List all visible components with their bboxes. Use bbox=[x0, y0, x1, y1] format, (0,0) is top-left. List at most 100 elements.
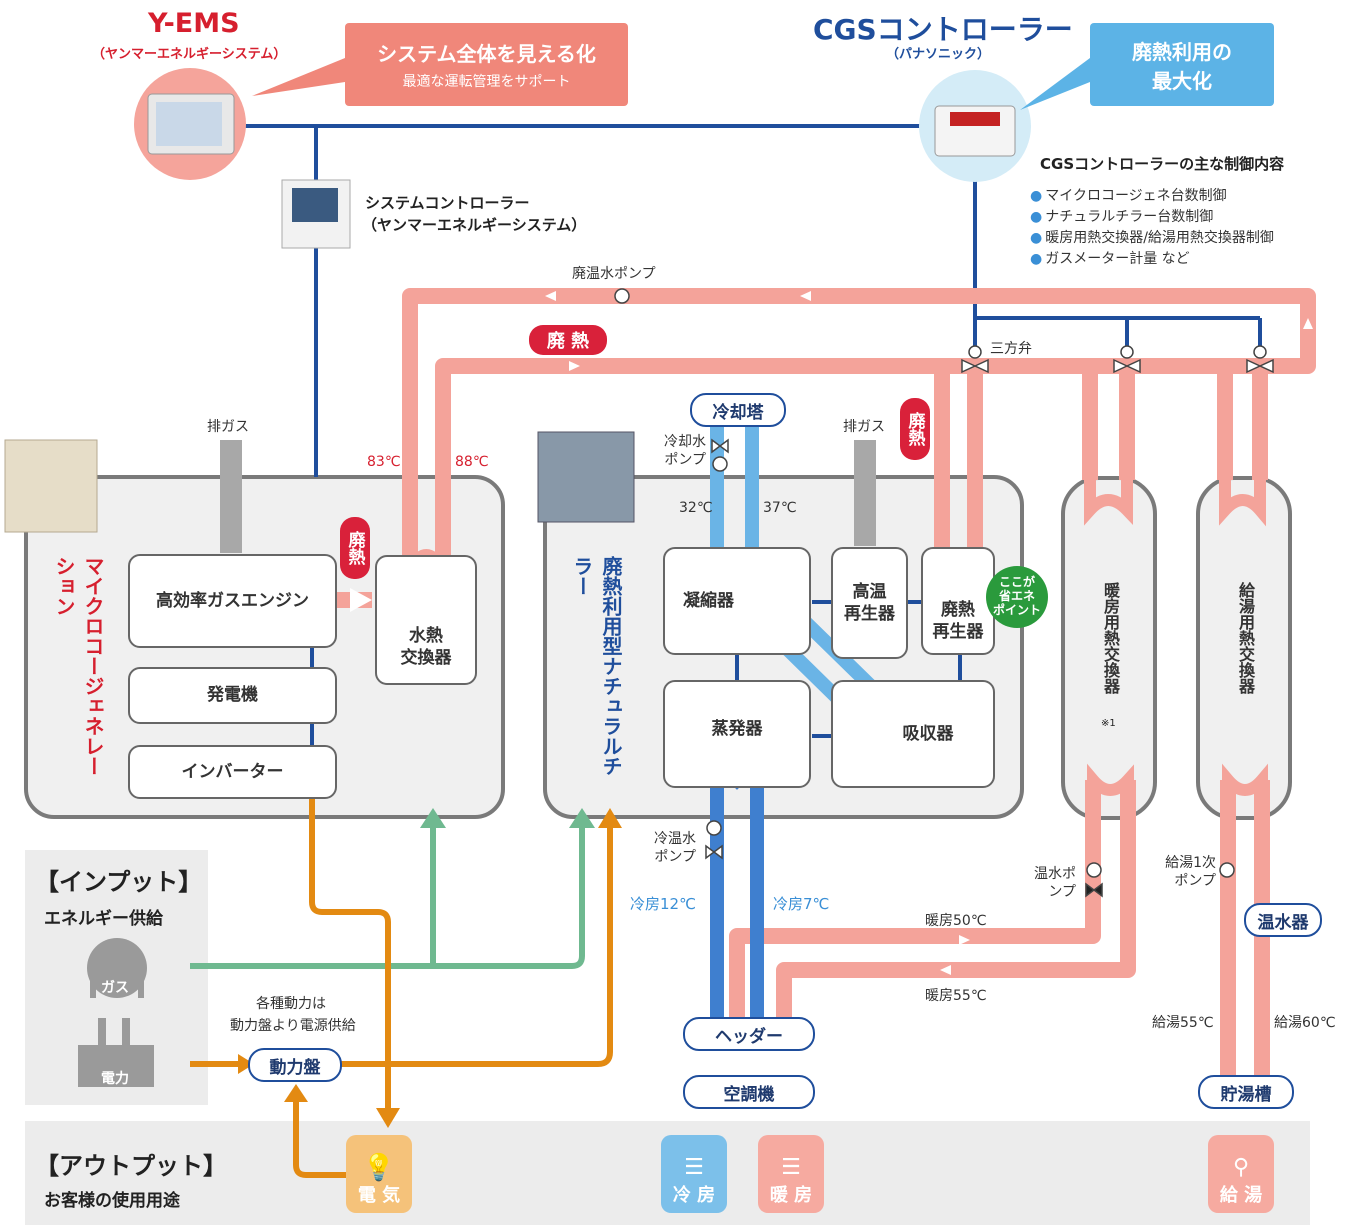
heating-hx-panel bbox=[1061, 476, 1157, 820]
high-temp-regenerator-box: 高温 再生器 bbox=[831, 547, 908, 659]
cgs-control-heading: CGSコントローラーの主な制御内容 bbox=[1040, 155, 1285, 173]
temp-37: 37℃ bbox=[763, 500, 797, 516]
gas-arrow-chiller bbox=[569, 808, 595, 828]
power-panel: 動力盤 bbox=[248, 1048, 342, 1082]
gas-lines bbox=[190, 825, 585, 969]
header: ヘッダー bbox=[683, 1017, 815, 1051]
waste-heat-badge-chiller: 廃熱 bbox=[900, 398, 930, 460]
supply-55-label: 給湯55℃ bbox=[1152, 1015, 1214, 1031]
condenser-box: 凝縮器 bbox=[663, 547, 811, 655]
evaporator-box: 蒸発器 bbox=[663, 680, 811, 788]
hot-water-pipes bbox=[337, 288, 1316, 1080]
output-heating: ☰ 暖 房 bbox=[758, 1135, 824, 1213]
cooling-icon: ☰ bbox=[684, 1154, 704, 1180]
heat-arrow bbox=[350, 588, 372, 612]
power-note-2: 動力盤より電源供給 bbox=[230, 1018, 356, 1034]
system-controller-screen bbox=[292, 188, 338, 222]
cgs-control-item: ガスメーター計量 など bbox=[1030, 249, 1274, 270]
supply-60-label: 給湯60℃ bbox=[1274, 1015, 1336, 1031]
water-heater: 温水器 bbox=[1244, 903, 1322, 937]
energy-saving-badge: ここが 省エネ ポイント bbox=[986, 566, 1048, 628]
chiller-unit-image bbox=[537, 431, 635, 523]
water-heat-exchanger-box: 水熱 交換器 bbox=[375, 555, 477, 685]
visibility-callout: システム全体を見える化 最適な運転管理をサポート bbox=[345, 23, 628, 106]
yems-title: Y-EMS bbox=[148, 8, 240, 39]
output-electricity-label: 電 気 bbox=[357, 1185, 401, 1206]
cgs-title: CGSコントローラー bbox=[813, 13, 1073, 46]
waste-heat-callout-line2: 最大化 bbox=[1152, 68, 1212, 93]
output-title: 【アウトプット】 bbox=[35, 1152, 227, 1180]
flow-arrows bbox=[545, 291, 1313, 975]
storage-tank: 貯湯槽 bbox=[1198, 1075, 1294, 1109]
generator-box: 発電機 bbox=[128, 667, 337, 724]
absorber-box: 吸収器 bbox=[831, 680, 995, 788]
three-way-valve-label: 三方弁 bbox=[990, 341, 1032, 357]
temp-32: 32℃ bbox=[679, 500, 713, 516]
cgs-display bbox=[950, 112, 1000, 126]
supply-hx-label: 給湯用熱交換器 bbox=[1236, 582, 1255, 694]
power-arrow-up bbox=[284, 1084, 308, 1102]
temp-88: 88℃ bbox=[455, 454, 489, 470]
waste-water-pump-label: 廃温水ポンプ bbox=[572, 266, 656, 282]
callout-tail-left bbox=[252, 58, 345, 96]
waste-heat-badge-cogen: 廃熱 bbox=[340, 517, 370, 579]
gas-arrow-cogen bbox=[420, 808, 446, 828]
system-controller-line2: （ヤンマーエネルギーシステム） bbox=[362, 216, 587, 234]
pumps bbox=[614, 288, 1235, 898]
lightbulb-icon: 💡 bbox=[362, 1153, 396, 1183]
callout-tail-right bbox=[1020, 58, 1090, 110]
temp-83: 83℃ bbox=[367, 454, 401, 470]
power-note-1: 各種動力は bbox=[256, 996, 326, 1012]
output-electricity: 💡 電 気 bbox=[346, 1135, 412, 1213]
power-arrow-panel bbox=[238, 1054, 254, 1074]
three-way-valves bbox=[961, 345, 1274, 374]
exhaust-pipe-chiller bbox=[854, 440, 876, 546]
chiller-name: 廃熱利用型ナチュラルチラー bbox=[570, 556, 623, 776]
cooling-tower: 冷却塔 bbox=[690, 393, 786, 427]
faucet-icon: ⚲ bbox=[1232, 1154, 1250, 1180]
exhaust-label-cogen: 排ガス bbox=[207, 419, 249, 435]
system-controller-line1: システムコントローラー bbox=[365, 194, 530, 212]
note-1: ※1 bbox=[1101, 718, 1116, 729]
cogen-name: マイクロコージェネレーション bbox=[52, 556, 105, 776]
power-lines bbox=[190, 795, 613, 1178]
exhaust-pipe-cogen bbox=[220, 440, 242, 553]
output-hot-water: ⚲ 給 湯 bbox=[1208, 1135, 1274, 1213]
cgs-control-item: マイクロコージェネ台数制御 bbox=[1030, 186, 1274, 207]
inverter-box: インバーター bbox=[128, 745, 337, 799]
visibility-callout-title: システム全体を見える化 bbox=[377, 42, 596, 66]
cooling-12-label: 冷房12℃ bbox=[630, 895, 696, 913]
cogen-unit-image bbox=[4, 439, 98, 533]
cgs-subtitle: （パナソニック） bbox=[886, 47, 991, 62]
gas-engine-box: 高効率ガスエンジン bbox=[128, 554, 337, 648]
cgs-control-item: 暖房用熱交換器/給湯用熱交換器制御 bbox=[1030, 228, 1274, 249]
cgs-control-item: ナチュラルチラー台数制御 bbox=[1030, 207, 1274, 228]
heating-50-label: 暖房50℃ bbox=[925, 913, 987, 929]
waste-heat-badge: 廃 熱 bbox=[529, 325, 607, 355]
supply-pump-label: 給湯1次ポンプ bbox=[1165, 855, 1216, 889]
gas-tank-icon bbox=[87, 938, 147, 998]
yems-display bbox=[156, 102, 222, 146]
supply-hx-panel bbox=[1196, 476, 1292, 820]
output-cooling: ☰ 冷 房 bbox=[661, 1135, 727, 1213]
air-conditioner: 空調機 bbox=[683, 1075, 815, 1109]
cooling-7-label: 冷房7℃ bbox=[773, 895, 830, 913]
power-arrow-electricity bbox=[376, 1108, 400, 1128]
hot-water-pump-label: 温水ポンプ bbox=[1034, 866, 1076, 900]
heating-55-label: 暖房55℃ bbox=[925, 988, 987, 1004]
heating-hx-label: 暖房用熱交換器 bbox=[1101, 582, 1120, 694]
input-title: 【インプット】 bbox=[35, 868, 203, 896]
power-arrow-chiller bbox=[598, 808, 622, 828]
gas-label: ガス bbox=[101, 980, 129, 996]
cgs-control-list: マイクロコージェネ台数制御 ナチュラルチラー台数制御 暖房用熱交換器/給湯用熱交… bbox=[1030, 186, 1274, 270]
output-hot-water-label: 給 湯 bbox=[1219, 1185, 1263, 1206]
signal-lines bbox=[240, 124, 1262, 745]
output-sub: お客様の使用用途 bbox=[44, 1191, 180, 1211]
waste-heat-regenerator-box: 廃熱 再生器 bbox=[921, 547, 995, 655]
output-cooling-label: 冷 房 bbox=[672, 1185, 716, 1206]
waste-heat-callout-line1: 廃熱利用の bbox=[1132, 39, 1232, 64]
yems-subtitle: （ヤンマーエネルギーシステム） bbox=[92, 47, 287, 62]
electricity-source-label: 電力 bbox=[101, 1071, 129, 1087]
visibility-callout-sub: 最適な運転管理をサポート bbox=[402, 74, 571, 90]
output-heating-label: 暖 房 bbox=[769, 1185, 813, 1206]
